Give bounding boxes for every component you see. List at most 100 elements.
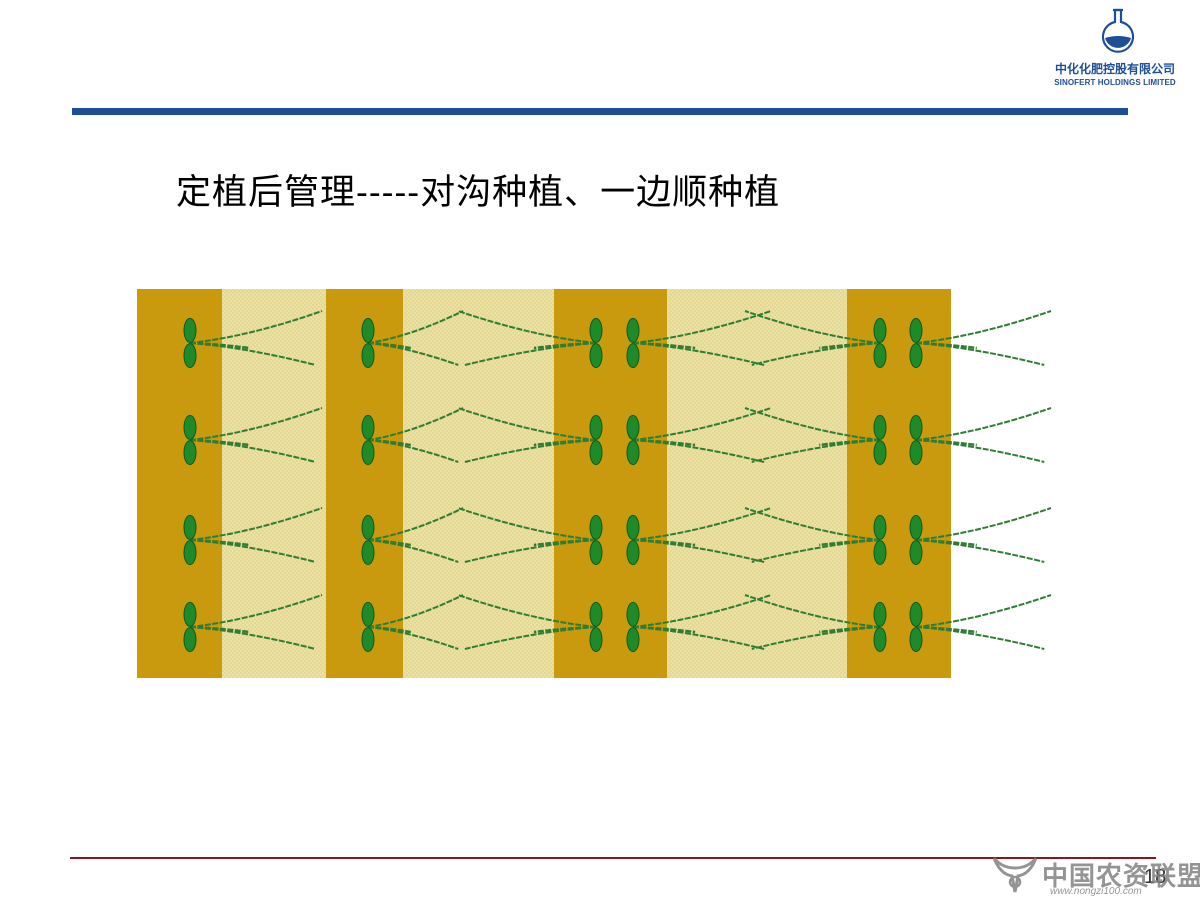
root-line	[189, 538, 250, 547]
watermark-text: 中国农资联盟	[1042, 862, 1200, 892]
logo-english-name: SINOFERT HOLDINGS LIMITED	[1054, 78, 1176, 87]
seedling-leaf	[909, 540, 923, 566]
seedling-leaf	[909, 627, 923, 653]
root-system	[915, 594, 1052, 650]
root-line	[457, 407, 597, 441]
seedling-leaf	[909, 414, 923, 440]
seedling-icon	[361, 601, 375, 653]
root-system	[915, 310, 1052, 366]
seedling-leaf	[626, 414, 640, 440]
root-system	[744, 594, 881, 650]
seedling-leaf	[873, 317, 887, 343]
seedling-leaf	[873, 514, 887, 540]
seedling-icon	[873, 317, 887, 369]
seedling-leaf	[361, 343, 375, 369]
root-line	[915, 407, 1052, 441]
sinofert-logo: 中化化肥控股有限公司 SINOFERT HOLDINGS LIMITED	[1040, 8, 1190, 92]
root-system	[367, 407, 464, 463]
root-line	[915, 507, 1052, 541]
root-line	[189, 310, 323, 344]
root-system	[632, 594, 772, 650]
logo-chinese-name: 中化化肥控股有限公司	[1054, 62, 1175, 76]
seedling-icon	[361, 317, 375, 369]
seedling-leaf	[183, 414, 197, 440]
root-system	[744, 507, 881, 563]
root-line	[632, 539, 765, 563]
seedling-leaf	[183, 343, 197, 369]
root-line	[744, 507, 881, 541]
seedling-icon	[183, 601, 197, 653]
seedling-leaf	[873, 414, 887, 440]
root-line	[367, 538, 411, 547]
seedling-leaf	[361, 440, 375, 466]
seedling-icon	[626, 414, 640, 466]
root-line	[915, 594, 1052, 628]
seedling-leaf	[183, 514, 197, 540]
field-bands	[137, 289, 951, 678]
seedling-leaf	[873, 540, 887, 566]
seedling-leaf	[873, 440, 887, 466]
root-line	[915, 310, 1052, 344]
seedling-leaf	[909, 440, 923, 466]
seedling-leaf	[183, 440, 197, 466]
seedling-leaf	[183, 317, 197, 343]
seedling-leaf	[361, 627, 375, 653]
seedling-leaf	[626, 440, 640, 466]
root-line	[189, 341, 250, 350]
root-line	[744, 594, 881, 628]
seedling-leaf	[361, 540, 375, 566]
root-line	[464, 626, 597, 650]
seedling-leaf	[909, 343, 923, 369]
root-system	[189, 507, 323, 563]
root-line	[533, 538, 597, 547]
seedling-leaf	[589, 440, 603, 466]
header-rule	[72, 108, 1128, 115]
seedling-leaf	[183, 627, 197, 653]
root-line	[189, 594, 323, 628]
root-line	[464, 439, 597, 463]
root-line	[189, 625, 250, 634]
root-system	[457, 310, 597, 366]
seedling-leaf	[589, 540, 603, 566]
root-line	[915, 341, 977, 350]
seedling-leaf	[909, 514, 923, 540]
seedling-leaf	[909, 317, 923, 343]
ox-head-icon	[992, 857, 1038, 893]
seedling-leaf	[626, 514, 640, 540]
root-system	[457, 407, 597, 463]
seedling-leaf	[589, 317, 603, 343]
root-line	[189, 407, 323, 441]
root-line	[632, 342, 765, 366]
seedling-icon	[873, 514, 887, 566]
root-line	[915, 625, 977, 634]
seedling-icon	[626, 317, 640, 369]
seedling-leaf	[183, 601, 197, 627]
seedling-leaf	[361, 601, 375, 627]
seedling-icon	[909, 317, 923, 369]
root-line	[632, 594, 772, 628]
root-system	[367, 310, 464, 366]
seedling-leaf	[626, 540, 640, 566]
seedling-leaf	[626, 343, 640, 369]
seedling-leaf	[361, 414, 375, 440]
root-line	[632, 538, 696, 547]
root-line	[632, 439, 765, 463]
seedling-leaf	[183, 540, 197, 566]
plant-rows	[183, 310, 1052, 653]
seedling-leaf	[589, 414, 603, 440]
root-line	[632, 625, 696, 634]
seedling-leaf	[361, 514, 375, 540]
flask-icon	[1101, 8, 1135, 53]
seedling-icon	[909, 601, 923, 653]
seedling-leaf	[589, 343, 603, 369]
root-line	[632, 507, 772, 541]
seedling-icon	[626, 601, 640, 653]
root-line	[457, 310, 597, 344]
root-line	[533, 341, 597, 350]
seedling-leaf	[626, 317, 640, 343]
root-line	[533, 438, 597, 447]
root-system	[915, 407, 1052, 463]
root-line	[632, 626, 765, 650]
seedling-leaf	[873, 627, 887, 653]
